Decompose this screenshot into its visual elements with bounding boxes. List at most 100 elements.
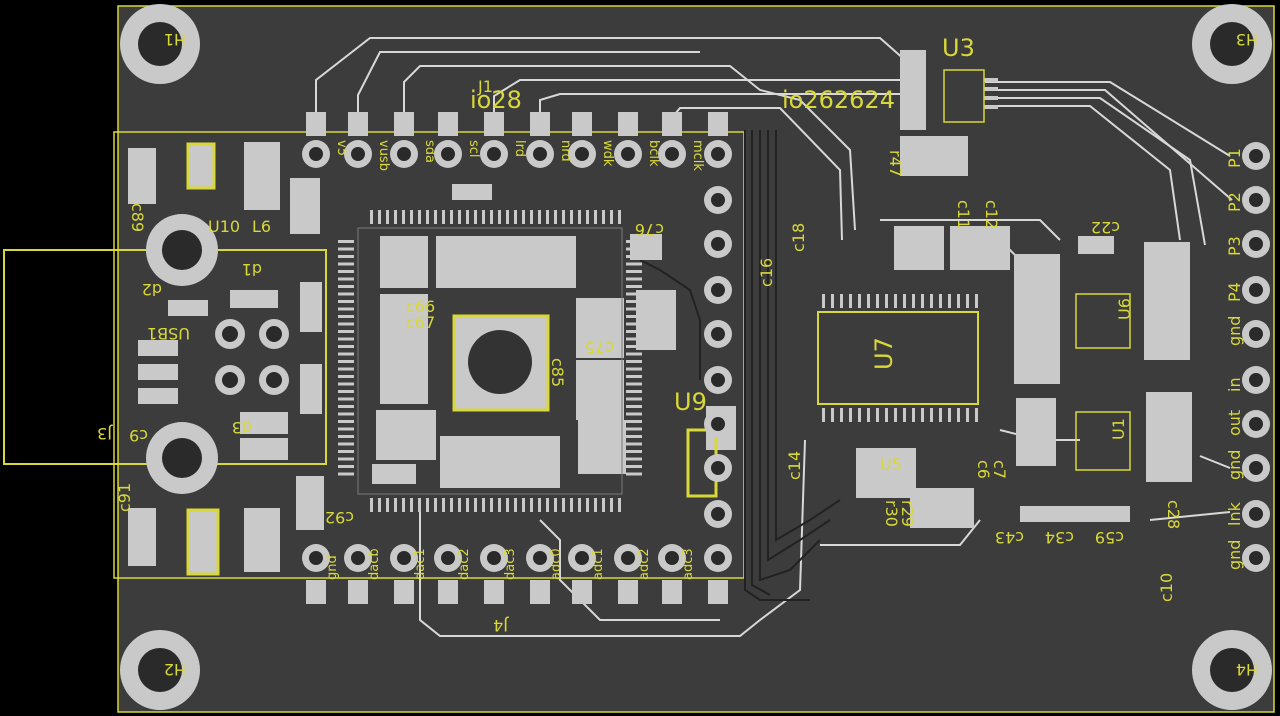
header-top-tab (438, 112, 458, 136)
header-top-drill (621, 147, 635, 161)
ic-pin (626, 330, 642, 333)
header-top-drill (441, 147, 455, 161)
header-bottom-drill (487, 551, 501, 565)
ic-pin (626, 322, 642, 326)
ic-pin (338, 240, 354, 243)
smd-pad (900, 50, 926, 130)
header-bottom-drill (533, 551, 547, 565)
ic-pin (418, 498, 421, 512)
header-top-tab (484, 112, 504, 136)
header-top-label: wdk (600, 140, 615, 167)
header-mid-drill (711, 417, 725, 431)
ic-pin (482, 210, 485, 224)
u3-pin (984, 87, 998, 91)
smd-pad (440, 436, 560, 488)
label-r29: r29 (898, 500, 917, 527)
ic-pin (466, 498, 469, 512)
header-top-tab (394, 112, 414, 136)
trace (759, 130, 821, 582)
label-u6: U6 (1115, 298, 1134, 320)
label-r30: r30 (882, 500, 901, 527)
ic-pin (338, 367, 354, 371)
dark-traces (639, 130, 841, 601)
header-bottom-label: adc1 (591, 548, 606, 580)
label-c16: c16 (757, 258, 776, 287)
smd-pad (894, 226, 944, 270)
ic-pin (338, 390, 354, 393)
header-bottom-tab (394, 580, 414, 604)
header-bottom-tab (438, 580, 458, 604)
ic-pin (338, 277, 354, 281)
header-bottom-label: dac1 (413, 548, 428, 580)
header-right-label: gnd (1225, 450, 1244, 480)
header-right-drill (1249, 327, 1263, 341)
ic-pin (458, 210, 461, 224)
ic-pin (626, 442, 642, 446)
u7-pin (948, 294, 951, 308)
ic-pin (546, 498, 549, 512)
label-usb: USB1 (147, 324, 190, 343)
headers (302, 112, 1270, 604)
header-bottom-drill (351, 551, 365, 565)
header-mid-drill (711, 507, 725, 521)
ic-pin (466, 210, 469, 224)
smd-pad (128, 148, 156, 204)
u7-pin (939, 294, 942, 308)
ic-pin (338, 450, 354, 453)
ic-pin (338, 337, 354, 341)
trace (639, 259, 701, 380)
ic-pin (514, 498, 517, 512)
smd-pad (138, 388, 178, 404)
header-bottom-drill (575, 551, 589, 565)
ic-pin (626, 382, 642, 386)
header-top-drill (309, 147, 323, 161)
header-bottom-tab (708, 580, 728, 604)
trace (985, 81, 1231, 157)
u7-pin (894, 408, 897, 422)
label-c7: c7 (990, 460, 1009, 479)
u7-pin (849, 408, 852, 422)
ic-pin (338, 405, 354, 408)
label-j3: J3 (97, 424, 113, 443)
header-top-label: v5 (334, 140, 349, 156)
label-j1: J1 (477, 77, 493, 96)
header-bottom-label: adc3 (681, 548, 696, 580)
u7-pin (957, 408, 960, 422)
header-top-label: sda (422, 140, 437, 163)
u7-pin (975, 408, 978, 422)
ic-pin (626, 315, 642, 318)
label-c59: c59 (1095, 528, 1124, 547)
board-body (118, 6, 1274, 712)
u7-pin (867, 408, 870, 422)
u7-pin (912, 408, 915, 422)
main-ic (357, 227, 623, 495)
smd-pad (376, 410, 436, 460)
ic-pin (626, 345, 642, 348)
label-c85: c85 (548, 358, 567, 387)
header-bottom-drill (309, 551, 323, 565)
label-u10: U10 (208, 217, 240, 236)
smd-pad (578, 420, 626, 474)
ic-pin (338, 322, 354, 326)
label-u9: U9 (674, 388, 707, 416)
smd-pad (240, 438, 288, 460)
ic-pin (378, 210, 381, 224)
label-c34: c34 (1045, 528, 1074, 547)
header-bottom-label: gnd (325, 555, 340, 580)
pads (128, 50, 1192, 576)
u7-pin (831, 408, 834, 422)
u7-pin (903, 294, 906, 308)
ic-pin (338, 292, 354, 296)
header-right-drill (1249, 373, 1263, 387)
ic-pin (554, 498, 557, 512)
ic-pin (626, 270, 642, 273)
label-u1: U1 (1109, 418, 1128, 440)
ic-pin (626, 472, 642, 476)
trace (419, 439, 806, 637)
label-h4: H4 (1236, 660, 1258, 679)
header-top-drill (351, 147, 365, 161)
smd-pad (380, 236, 428, 288)
u7-pin (840, 294, 843, 308)
ic-pin (522, 210, 525, 224)
